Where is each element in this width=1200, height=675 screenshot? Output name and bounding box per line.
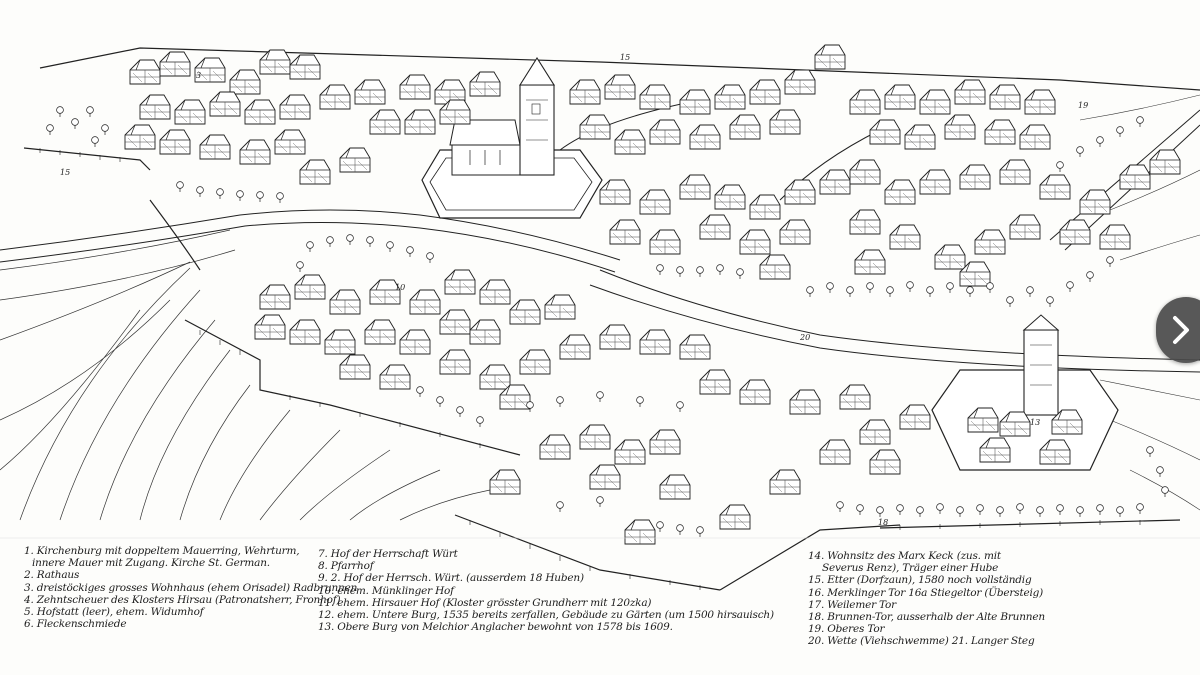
legend-item: 13. Obere Burg von Melchior Anglacher be… [318, 621, 673, 634]
legend-left-column: 1. Kirchenburg mit doppeltem Mauerring, … [24, 545, 358, 631]
legend-item: 9. 2. Hof der Herrsch. Würt. (ausserdem … [318, 572, 584, 585]
legend-item: 4. Zehntscheuer des Klosters Hirsau (Pat… [24, 593, 341, 606]
legend-item: 19. Oberes Tor [808, 623, 885, 636]
legend-item: Severus Renz), Träger einer Hube [822, 562, 999, 575]
legend-item: 20. Wette (Viehschwemme) 21. Langer Steg [808, 635, 1035, 648]
legend-right-column: 14. Wohnsitz des Marx Keck (zus. mit Sev… [808, 550, 1098, 648]
legend-item: 10. ehem. Münklinger Hof [318, 584, 454, 597]
legend-item: 8. Pfarrhof [318, 560, 374, 573]
legend-item: 5. Hofstatt (leer), ehem. Widumhof [24, 606, 204, 619]
map-number-10: 10 [395, 283, 405, 292]
map-number-15-left: 15 [60, 168, 70, 177]
legend-item: 15. Etter (Dorfzaun), 1580 noch vollstän… [808, 574, 1032, 587]
legend-item: 2. Rathaus [24, 569, 80, 582]
legend-item: 3. dreistöckiges grosses Wohnhaus (ehem … [24, 581, 358, 594]
map-number-13: 13 [1030, 418, 1040, 427]
legend-middle-column: 7. Hof der Herrschaft Würt 8. Pfarrhof 9… [318, 548, 774, 634]
map-number-18: 18 [878, 518, 888, 527]
legend-item: 12. ehem. Untere Burg, 1535 bereits zerf… [318, 609, 774, 622]
map-number-3: 3 [196, 71, 201, 80]
map-number-20: 20 [799, 333, 810, 342]
legend-item: 16. Merklinger Tor 16a Stiegeltor (Übers… [808, 586, 1044, 599]
legend-item: 6. Fleckenschmiede [24, 618, 127, 631]
next-image-button[interactable] [1156, 297, 1200, 363]
legend-item: 17. Weilemer Tor [808, 598, 896, 611]
chevron-right-icon [1173, 316, 1189, 344]
legend-item: 11. ehem. Hirsauer Hof (Kloster grösster… [318, 596, 652, 609]
legend-item: 1. Kirchenburg mit doppeltem Mauerring, … [24, 545, 300, 557]
legend-item: 18. Brunnen-Tor, ausserhalb der Alte Bru… [808, 611, 1045, 624]
legend-item: 14. Wohnsitz des Marx Keck (zus. mit [808, 550, 1001, 562]
map-number-19: 19 [1078, 101, 1088, 110]
map-number-15-top: 15 [620, 53, 630, 62]
legend-item: innere Mauer mit Zugang. Kirche St. Germ… [32, 557, 270, 570]
legend-item: 7. Hof der Herrschaft Würt [318, 548, 458, 560]
